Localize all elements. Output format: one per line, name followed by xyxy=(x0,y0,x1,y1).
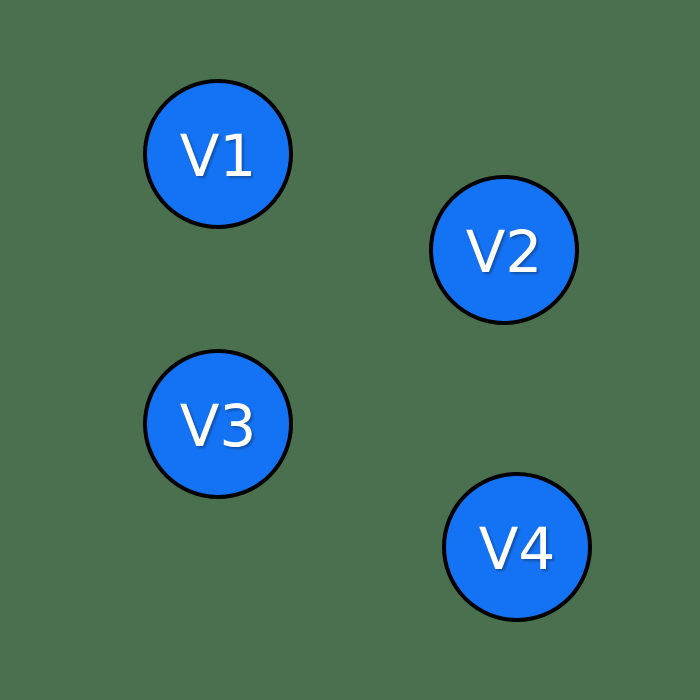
node-v4-circle[interactable] xyxy=(442,472,592,622)
node-v2[interactable]: V2 xyxy=(429,175,579,325)
node-v3-label: V3 xyxy=(180,392,257,460)
node-v1-circle[interactable] xyxy=(143,79,293,229)
node-v2-label: V2 xyxy=(466,218,543,286)
node-v3-circle[interactable] xyxy=(143,349,293,499)
node-v4[interactable]: V4 xyxy=(442,472,592,622)
node-v1[interactable]: V1 xyxy=(143,79,293,229)
node-v3[interactable]: V3 xyxy=(143,349,293,499)
node-v1-label: V1 xyxy=(180,122,257,190)
node-v4-label: V4 xyxy=(479,515,556,583)
node-v2-circle[interactable] xyxy=(429,175,579,325)
